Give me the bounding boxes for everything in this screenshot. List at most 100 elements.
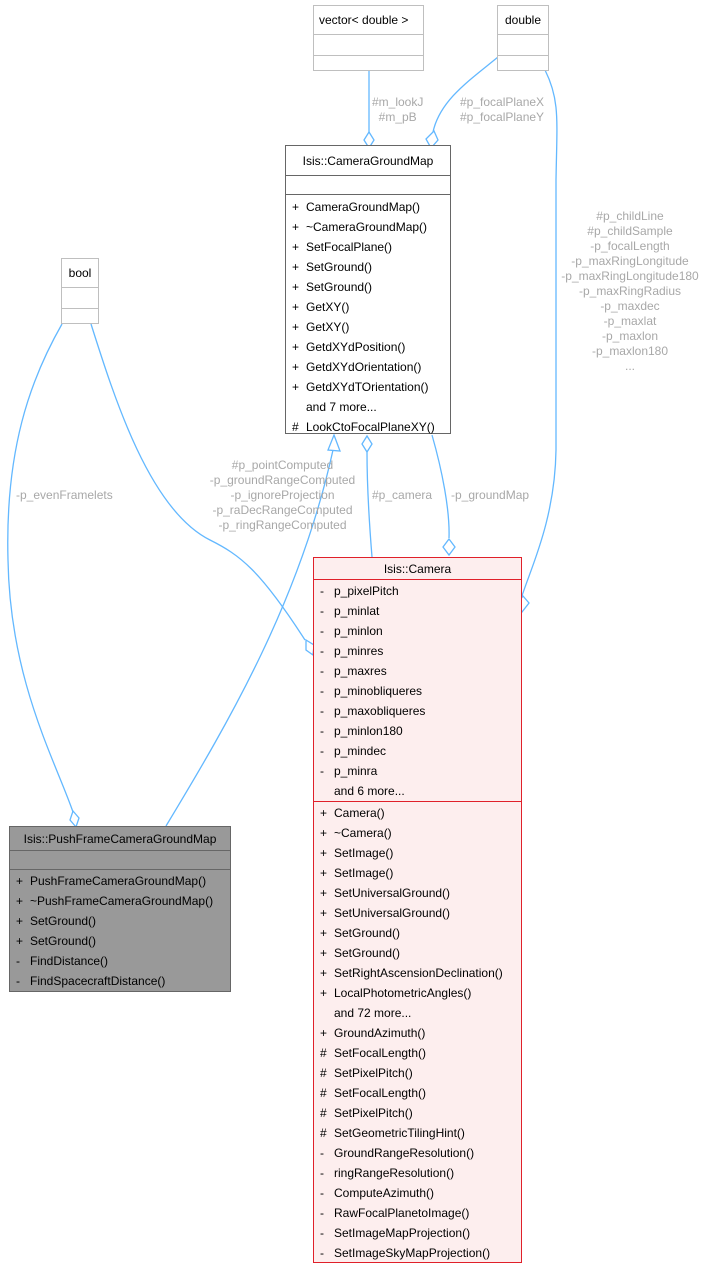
operation-row[interactable]: +LocalPhotometricAngles() xyxy=(314,983,521,1003)
edge-label-line: -p_maxlon180 xyxy=(591,344,669,358)
member-name: FindSpacecraftDistance() xyxy=(30,974,166,988)
visibility-marker: - xyxy=(320,744,324,758)
visibility-marker: + xyxy=(320,966,328,980)
class-title: double xyxy=(498,6,548,35)
operation-row[interactable]: +SetImage() xyxy=(314,863,521,883)
operation-row[interactable]: #SetPixelPitch() xyxy=(314,1063,521,1083)
operation-row[interactable]: +SetGround() xyxy=(286,277,450,297)
class-box-bool[interactable]: bool xyxy=(61,258,99,324)
attributes-section xyxy=(498,35,548,56)
operation-row[interactable]: -SetImageMapProjection() xyxy=(314,1223,521,1243)
more-items-link[interactable]: and 72 more... xyxy=(314,1003,521,1023)
visibility-marker: - xyxy=(320,724,324,738)
visibility-marker: + xyxy=(320,906,328,920)
member-name: SetGeometricTilingHint() xyxy=(334,1126,465,1140)
visibility-marker: + xyxy=(292,380,300,394)
attribute-row[interactable]: -p_minobliqueres xyxy=(314,681,521,701)
visibility-marker: - xyxy=(320,764,324,778)
operation-row[interactable]: +PushFrameCameraGroundMap() xyxy=(10,871,230,891)
operation-row[interactable]: -FindSpacecraftDistance() xyxy=(10,971,230,991)
member-name: SetFocalLength() xyxy=(334,1086,427,1100)
member-name: GetXY() xyxy=(306,300,350,314)
attribute-row[interactable]: -p_maxres xyxy=(314,661,521,681)
operation-row[interactable]: +GetdXYdOrientation() xyxy=(286,357,450,377)
operation-row[interactable]: +CameraGroundMap() xyxy=(286,197,450,217)
attribute-row[interactable]: -p_minlon xyxy=(314,621,521,641)
class-box-camera[interactable]: Isis::Camera -p_pixelPitch-p_minlat-p_mi… xyxy=(313,557,522,1263)
operation-row[interactable]: -ringRangeResolution() xyxy=(314,1163,521,1183)
operation-row[interactable]: +GetXY() xyxy=(286,317,450,337)
visibility-marker: + xyxy=(320,1026,328,1040)
operation-row[interactable]: +~PushFrameCameraGroundMap() xyxy=(10,891,230,911)
edge-label-line: -p_maxdec xyxy=(600,299,660,313)
operation-row[interactable]: #LookCtoFocalPlaneXY() xyxy=(286,417,450,437)
member-name: and 7 more... xyxy=(306,400,377,414)
visibility-marker: - xyxy=(320,684,324,698)
edge-label-line: #p_childLine xyxy=(596,209,664,223)
class-box-double[interactable]: double xyxy=(497,5,549,71)
edge-label-bool-to-camera: #p_pointComputed-p_groundRangeComputed-p… xyxy=(200,458,365,533)
operation-row[interactable]: +SetGround() xyxy=(286,257,450,277)
member-name: SetGround() xyxy=(334,926,401,940)
member-name: Camera() xyxy=(334,806,385,820)
operation-row[interactable]: #SetFocalLength() xyxy=(314,1043,521,1063)
edge-label-line: -p_maxlon xyxy=(601,329,659,343)
edge-label-line: -p_groundMap xyxy=(451,488,530,502)
more-items-link[interactable]: and 6 more... xyxy=(314,781,521,801)
operation-row[interactable]: #SetGeometricTilingHint() xyxy=(314,1123,521,1143)
operation-row[interactable]: +SetGround() xyxy=(10,911,230,931)
operation-row[interactable]: +SetUniversalGround() xyxy=(314,903,521,923)
operations-section xyxy=(62,309,98,330)
edge-label-line: -p_groundRangeComputed xyxy=(209,473,356,487)
operation-row[interactable]: +SetImage() xyxy=(314,843,521,863)
attribute-row[interactable]: -p_minres xyxy=(314,641,521,661)
operation-row[interactable]: +GetdXYdPosition() xyxy=(286,337,450,357)
member-name: p_minra xyxy=(334,764,378,778)
edge-label-line: #m_pB xyxy=(378,110,417,124)
more-items-link[interactable]: and 7 more... xyxy=(286,397,450,417)
operation-row[interactable]: -SetImageSkyMapProjection() xyxy=(314,1243,521,1263)
attribute-row[interactable]: -p_minlon180 xyxy=(314,721,521,741)
visibility-marker: - xyxy=(320,704,324,718)
member-name: FindDistance() xyxy=(30,954,109,968)
operation-row[interactable]: #SetFocalLength() xyxy=(314,1083,521,1103)
operation-row[interactable]: +GetXY() xyxy=(286,297,450,317)
visibility-marker: + xyxy=(320,846,328,860)
class-box-camera-ground-map[interactable]: Isis::CameraGroundMap +CameraGroundMap()… xyxy=(285,145,451,434)
attribute-row[interactable]: -p_minra xyxy=(314,761,521,781)
operations-section: +PushFrameCameraGroundMap()+~PushFrameCa… xyxy=(10,870,230,991)
visibility-marker: + xyxy=(292,360,300,374)
operation-row[interactable]: -RawFocalPlanetoImage() xyxy=(314,1203,521,1223)
member-name: PushFrameCameraGroundMap() xyxy=(30,874,207,888)
operation-row[interactable]: +SetGround() xyxy=(10,931,230,951)
member-name: and 6 more... xyxy=(334,784,405,798)
operation-row[interactable]: +SetUniversalGround() xyxy=(314,883,521,903)
edge-camera-to-cameragroundmap xyxy=(366,451,373,558)
class-box-push-frame-camera-ground-map[interactable]: Isis::PushFrameCameraGroundMap +PushFram… xyxy=(9,826,231,992)
operation-row[interactable]: +~CameraGroundMap() xyxy=(286,217,450,237)
operation-row[interactable]: +SetRightAscensionDeclination() xyxy=(314,963,521,983)
operation-row[interactable]: +Camera() xyxy=(314,803,521,823)
visibility-marker: - xyxy=(320,1246,324,1260)
visibility-marker: + xyxy=(16,934,24,948)
operation-row[interactable]: +GroundAzimuth() xyxy=(314,1023,521,1043)
visibility-marker: + xyxy=(320,886,328,900)
edge-label-bool-to-pushframe: -p_evenFramelets xyxy=(16,488,113,503)
class-box-vector-double[interactable]: vector< double > xyxy=(313,5,424,71)
operation-row[interactable]: -FindDistance() xyxy=(10,951,230,971)
operation-row[interactable]: +SetGround() xyxy=(314,923,521,943)
operation-row[interactable]: -ComputeAzimuth() xyxy=(314,1183,521,1203)
attribute-row[interactable]: -p_maxobliqueres xyxy=(314,701,521,721)
operation-row[interactable]: +~Camera() xyxy=(314,823,521,843)
attribute-row[interactable]: -p_mindec xyxy=(314,741,521,761)
operation-row[interactable]: +GetdXYdTOrientation() xyxy=(286,377,450,397)
operation-row[interactable]: -GroundRangeResolution() xyxy=(314,1143,521,1163)
visibility-marker: + xyxy=(292,280,300,294)
attribute-row[interactable]: -p_pixelPitch xyxy=(314,581,521,601)
edge-label-line: -p_focalLength xyxy=(590,239,670,253)
attribute-row[interactable]: -p_minlat xyxy=(314,601,521,621)
operation-row[interactable]: +SetGround() xyxy=(314,943,521,963)
operation-row[interactable]: +SetFocalPlane() xyxy=(286,237,450,257)
operation-row[interactable]: #SetPixelPitch() xyxy=(314,1103,521,1123)
member-name: ~PushFrameCameraGroundMap() xyxy=(30,894,214,908)
